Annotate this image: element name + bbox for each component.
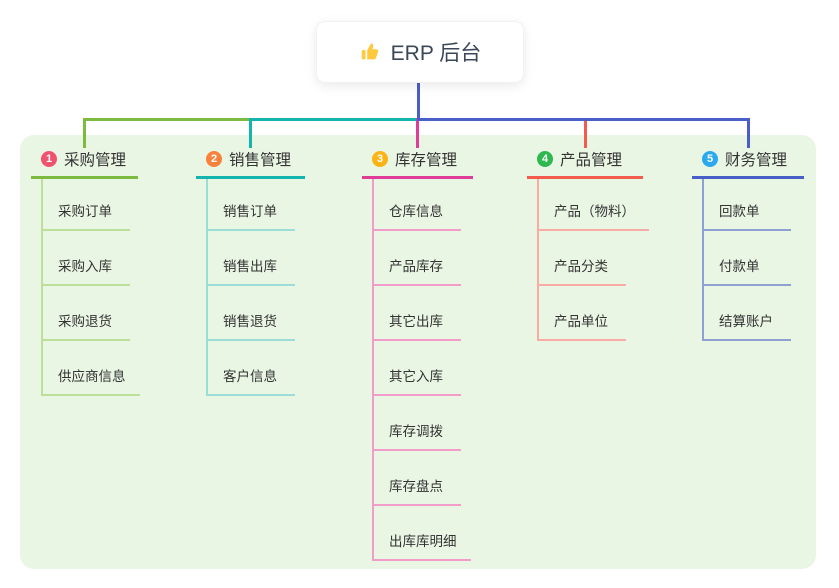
child-node[interactable]: 其它入库 xyxy=(372,366,461,396)
child-node[interactable]: 采购退货 xyxy=(41,311,130,341)
child-node[interactable]: 采购订单 xyxy=(41,201,130,231)
branch-connector-drop xyxy=(416,118,419,148)
branch-connector-line xyxy=(249,118,420,121)
branch-5: 5 财务管理回款单付款单结算账户 xyxy=(692,148,804,341)
child-node[interactable]: 销售出库 xyxy=(206,256,295,286)
root-node[interactable]: ERP 后台 xyxy=(317,22,523,82)
branch-2: 2 销售管理销售订单销售出库销售退货客户信息 xyxy=(196,148,305,396)
child-node[interactable]: 其它出库 xyxy=(372,311,461,341)
branch-node[interactable]: 4 产品管理 xyxy=(527,148,643,179)
branch-node[interactable]: 5 财务管理 xyxy=(692,148,804,179)
branch-connector-drop xyxy=(249,118,252,148)
child-node[interactable]: 产品单位 xyxy=(537,311,626,341)
child-node[interactable]: 销售退货 xyxy=(206,311,295,341)
child-node[interactable]: 回款单 xyxy=(702,201,791,231)
thumbs-up-icon xyxy=(359,41,381,63)
child-node[interactable]: 付款单 xyxy=(702,256,791,286)
branch-number-badge: 1 xyxy=(41,151,57,167)
child-node[interactable]: 采购入库 xyxy=(41,256,130,286)
branch-trunk-line xyxy=(537,179,539,341)
branch-connector-drop xyxy=(83,118,86,148)
branch-trunk-line xyxy=(206,179,208,396)
child-node[interactable]: 出库库明细 xyxy=(372,531,471,561)
branch-node[interactable]: 3 库存管理 xyxy=(362,148,473,179)
branch-1: 1 采购管理采购订单采购入库采购退货供应商信息 xyxy=(31,148,140,396)
branch-number-badge: 4 xyxy=(537,151,553,167)
branch-trunk-line xyxy=(41,179,43,396)
branch-node[interactable]: 2 销售管理 xyxy=(196,148,305,179)
root-node-label: ERP 后台 xyxy=(390,42,482,65)
child-node[interactable]: 仓库信息 xyxy=(372,201,461,231)
branch-node-label: 产品管理 xyxy=(560,152,623,169)
child-node[interactable]: 供应商信息 xyxy=(41,366,140,396)
branch-3: 3 库存管理仓库信息产品库存其它出库其它入库库存调拨库存盘点出库库明细 xyxy=(362,148,473,561)
child-node[interactable]: 库存盘点 xyxy=(372,476,461,506)
branch-trunk-line xyxy=(702,179,704,341)
branch-connector-drop xyxy=(584,118,587,148)
branch-number-badge: 5 xyxy=(702,151,718,167)
root-stem-line xyxy=(417,82,420,121)
child-node[interactable]: 结算账户 xyxy=(702,311,791,341)
branch-node-label: 销售管理 xyxy=(229,152,292,169)
branch-node-label: 库存管理 xyxy=(395,152,458,169)
mindmap-panel xyxy=(20,135,816,569)
branch-node-label: 采购管理 xyxy=(64,152,127,169)
child-node[interactable]: 产品（物料） xyxy=(537,201,649,231)
branch-number-badge: 2 xyxy=(206,151,222,167)
branch-connector-drop xyxy=(747,118,750,148)
child-node[interactable]: 产品分类 xyxy=(537,256,626,286)
branch-4: 4 产品管理产品（物料） 产品分类产品单位 xyxy=(527,148,649,341)
branch-trunk-line xyxy=(372,179,374,561)
child-node[interactable]: 产品库存 xyxy=(372,256,461,286)
child-node[interactable]: 客户信息 xyxy=(206,366,295,396)
child-node[interactable]: 销售订单 xyxy=(206,201,295,231)
child-node[interactable]: 库存调拨 xyxy=(372,421,461,451)
branch-node[interactable]: 1 采购管理 xyxy=(31,148,138,179)
branch-number-badge: 3 xyxy=(372,151,388,167)
branch-connector-line xyxy=(417,118,750,121)
branch-node-label: 财务管理 xyxy=(725,152,788,169)
